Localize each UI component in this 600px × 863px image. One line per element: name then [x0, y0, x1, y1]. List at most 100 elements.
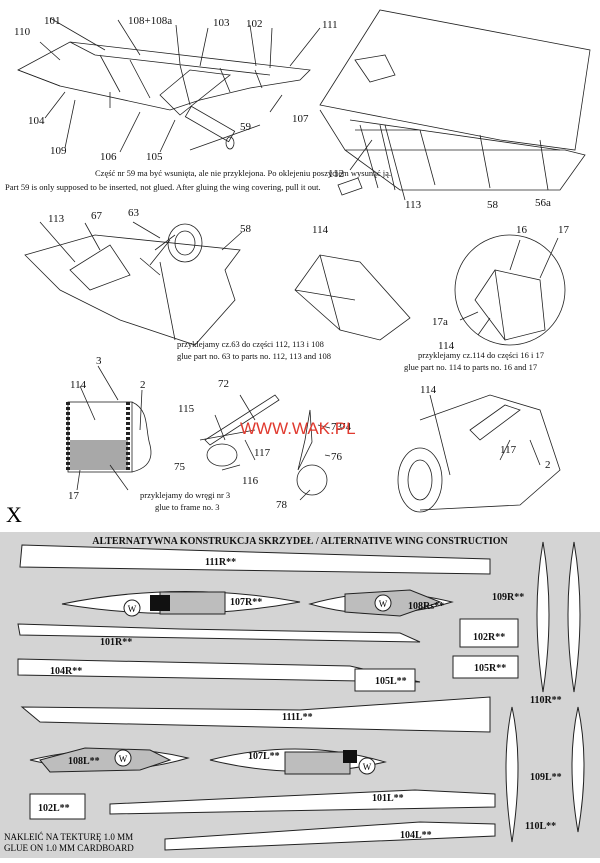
sheet-title: ALTERNATYWNA KONSTRUKCJA SKRZYDEŁ / ALTE… — [92, 536, 508, 547]
callout-114-intake: 114 — [438, 340, 455, 352]
intake-drawing — [454, 234, 566, 346]
part-101R — [17, 623, 421, 643]
part-label-102R: 102R** — [473, 632, 505, 643]
callout-58-tail: 58 — [487, 199, 499, 211]
part-105L — [354, 668, 416, 692]
part-108Rs-shade — [344, 589, 442, 617]
callout-16: 16 — [516, 224, 528, 236]
callout-107: 107 — [292, 113, 309, 125]
part-label-110L: 110L** — [525, 821, 556, 832]
callout-2-engine: 2 — [545, 459, 551, 471]
callout-67: 67 — [91, 210, 103, 222]
part-label-107R: 107R** — [230, 597, 262, 608]
part-label-102L: 102L** — [38, 803, 70, 814]
caption-glue3-en: glue to frame no. 3 — [155, 502, 219, 512]
callout-17-top: 17 — [558, 224, 570, 236]
part-label-110R: 110R** — [530, 695, 562, 706]
caption-glue3-pl: przyklejamy do wręgi nr 3 — [140, 490, 230, 500]
callout-102: 102 — [246, 18, 263, 30]
callout-59: 59 — [240, 121, 252, 133]
part-102R — [459, 618, 519, 648]
callout-2-frame: 2 — [140, 379, 146, 391]
part-104L — [164, 821, 496, 851]
assembly-diagrams: 101 108+108a 103 102 111 110 104 109 106… — [5, 9, 591, 527]
part-label-101L: 101L** — [372, 793, 404, 804]
part-101L — [109, 789, 496, 815]
callout-74: 74 — [340, 421, 352, 433]
part-109R-2 — [567, 541, 581, 693]
w-mark-107L — [358, 757, 376, 775]
caption-glue63-en: glue part no. 63 to parts no. 112, 113 a… — [177, 351, 331, 361]
callout-113-tail: 113 — [405, 199, 422, 211]
callout-72: 72 — [218, 378, 229, 390]
caption-glue114-en: glue part no. 114 to parts no. 16 and 17 — [404, 362, 537, 372]
callout-101: 101 — [44, 15, 61, 27]
part-label-108L: 108L** — [68, 756, 100, 767]
callout-116: 116 — [242, 475, 259, 487]
callout-114-engine: 114 — [420, 384, 437, 396]
callout-105: 105 — [146, 151, 163, 163]
cardboard-parts-sheet: ALTERNATYWNA KONSTRUKCJA SKRZYDEŁ / ALTE… — [0, 532, 600, 858]
part-label-105L: 105L** — [375, 676, 407, 687]
part-label-107L: 107L** — [248, 751, 280, 762]
callout-108-108a: 108+108a — [128, 15, 172, 27]
part-107R-black-mark — [150, 595, 170, 611]
caption-part59-en: Part 59 is only supposed to be inserted,… — [5, 182, 321, 192]
callout-63: 63 — [128, 207, 140, 219]
part-108L-shade — [39, 747, 172, 773]
callout-75: 75 — [174, 461, 186, 473]
callout-112: 112 — [328, 168, 344, 180]
callout-114-box: 114 — [312, 224, 329, 236]
wing-frame-drawing — [17, 17, 321, 153]
part-label-101R: 101R** — [100, 637, 132, 648]
note-pl: NAKLEIĆ NA TEKTURĘ 1.0 MM — [4, 832, 133, 842]
part-109R — [536, 541, 550, 693]
part-label-111R: 111R** — [205, 557, 236, 568]
part-104R — [17, 658, 421, 683]
part-label-109R: 109R** — [492, 592, 524, 603]
caption-glue114-pl: przyklejamy cz.114 do części 16 i 17 — [418, 350, 544, 360]
part-label-105R: 105R** — [474, 663, 506, 674]
callout-3: 3 — [96, 355, 102, 367]
w-mark-107L-text: W — [363, 762, 372, 772]
page-marker: X — [6, 502, 22, 527]
callout-17-frame: 17 — [68, 490, 80, 502]
callout-78: 78 — [276, 499, 288, 511]
callout-106: 106 — [100, 151, 117, 163]
frame-3-drawing — [66, 365, 152, 491]
part-label-104L: 104L** — [400, 830, 432, 841]
callout-117-engine: 117 — [500, 444, 517, 456]
callout-17a: 17a — [432, 316, 448, 328]
part-111R — [19, 544, 491, 575]
assembly-drawing: 101 108+108a 103 102 111 110 104 109 106… — [5, 9, 591, 527]
callout-73: 73 — [331, 421, 343, 433]
seat-parts-drawing — [199, 394, 331, 501]
part-114-drawing — [294, 254, 411, 341]
w-mark-107R-text: W — [128, 604, 137, 614]
callout-56a: 56a — [535, 197, 551, 209]
callout-110: 110 — [14, 26, 31, 38]
engine-intake-drawing — [397, 394, 561, 513]
callout-104: 104 — [28, 115, 45, 127]
part-label-104R: 104R** — [50, 666, 82, 677]
w-mark-108Rs — [374, 594, 392, 612]
w-mark-108L — [114, 749, 132, 767]
part-110L — [505, 706, 519, 843]
part-label-111L: 111L** — [282, 712, 313, 723]
callout-103: 103 — [213, 17, 230, 29]
part-102L — [29, 793, 86, 820]
callout-114-frame: 114 — [70, 379, 87, 391]
callout-76: 76 — [331, 451, 343, 463]
caption-part59-pl: Część nr 59 ma być wsunięta, ale nie prz… — [95, 168, 391, 178]
part-label-109L: 109L** — [530, 772, 562, 783]
callout-115: 115 — [178, 403, 195, 415]
callout-58-cockpit: 58 — [240, 223, 252, 235]
part-label-108Rs: 108Rs** — [408, 601, 444, 612]
w-mark-107R — [123, 599, 141, 617]
w-mark-108L-text: W — [119, 754, 128, 764]
part-107L-black-mark — [343, 750, 357, 763]
note-en: GLUE ON 1.0 MM CARDBOARD — [4, 843, 134, 853]
part-109L — [571, 706, 585, 833]
cockpit-drawing — [24, 221, 243, 346]
parts-sheet-drawing: ALTERNATYWNA KONSTRUKCJA SKRZYDEŁ / ALTE… — [4, 536, 585, 853]
